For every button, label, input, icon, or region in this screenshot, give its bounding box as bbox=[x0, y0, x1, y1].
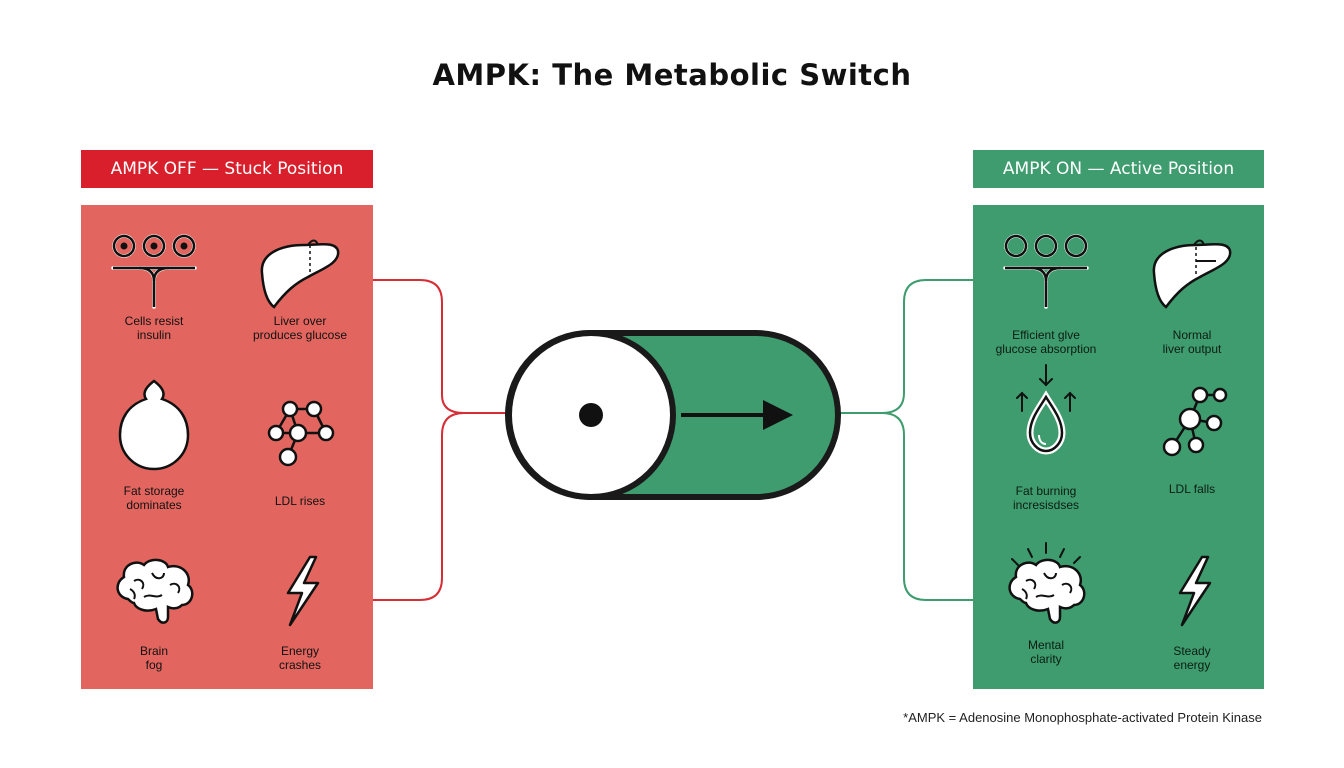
off-item-label: Liver over produces glucose bbox=[252, 314, 348, 342]
off-item-label: Cells resist insulin bbox=[124, 314, 184, 342]
off-item-label: Fat storage dominates bbox=[123, 484, 185, 512]
off-item-liver: Liver over produces glucose bbox=[227, 233, 373, 342]
off-connector-top bbox=[373, 279, 506, 414]
on-item-fat: Fat burning incresisdses bbox=[973, 363, 1119, 512]
lightning-icon bbox=[286, 555, 320, 627]
ampk-off-panel: Cells resist insulin Liver over produces… bbox=[81, 205, 373, 689]
off-item-label: Brain fog bbox=[139, 644, 168, 672]
cell-receptor-icon bbox=[1003, 234, 1089, 309]
on-item-energy: Steady energy bbox=[1119, 553, 1265, 672]
liver-icon bbox=[1152, 239, 1232, 309]
liver-icon bbox=[260, 239, 340, 309]
fat-drop-icon bbox=[118, 379, 190, 471]
on-item-label: Mental clarity bbox=[1027, 638, 1065, 666]
ampk-on-panel: Efficient glve glucose absorption Normal… bbox=[973, 205, 1264, 689]
ampk-on-header: AMPK ON — Active Position bbox=[973, 150, 1264, 188]
on-connector-top bbox=[838, 279, 973, 414]
off-item-fat: Fat storage dominates bbox=[81, 377, 227, 512]
on-connector-bottom bbox=[881, 412, 973, 601]
on-item-ldl: LDL falls bbox=[1119, 383, 1265, 497]
on-item-glucose: Efficient glve glucose absorption bbox=[973, 233, 1119, 356]
ampk-off-header: AMPK OFF — Stuck Position bbox=[81, 150, 373, 188]
lightning-icon bbox=[1178, 555, 1212, 627]
brain-icon bbox=[1008, 542, 1086, 624]
off-connector-bottom bbox=[373, 412, 465, 601]
toggle-switch-icon bbox=[505, 330, 841, 500]
on-item-label: Steady energy bbox=[1173, 644, 1211, 672]
off-item-brain: Brain fog bbox=[81, 553, 227, 672]
on-item-label: LDL falls bbox=[1168, 482, 1216, 496]
on-item-label: Efficient glve glucose absorption bbox=[995, 328, 1097, 356]
off-item-label: LDL rises bbox=[274, 494, 326, 508]
on-item-brain: Mental clarity bbox=[973, 539, 1119, 666]
off-item-ldl: LDL rises bbox=[227, 395, 373, 509]
cell-receptor-icon bbox=[111, 234, 197, 309]
page-title: AMPK: The Metabolic Switch bbox=[432, 58, 912, 92]
footnote: *AMPK = Adenosine Monophosphate-activate… bbox=[903, 710, 1262, 725]
fat-drop-icon bbox=[1016, 364, 1076, 455]
on-item-liver: Normal liver output bbox=[1119, 233, 1265, 356]
on-item-label: Normal liver output bbox=[1162, 328, 1222, 356]
off-item-energy: Energy crashes bbox=[227, 553, 373, 672]
molecule-icon bbox=[267, 400, 335, 467]
brain-icon bbox=[116, 558, 194, 624]
on-item-label: Fat burning incresisdses bbox=[1012, 484, 1080, 512]
molecule-icon bbox=[1162, 386, 1228, 457]
off-item-label: Energy crashes bbox=[278, 644, 322, 672]
off-item-cells: Cells resist insulin bbox=[81, 233, 227, 342]
